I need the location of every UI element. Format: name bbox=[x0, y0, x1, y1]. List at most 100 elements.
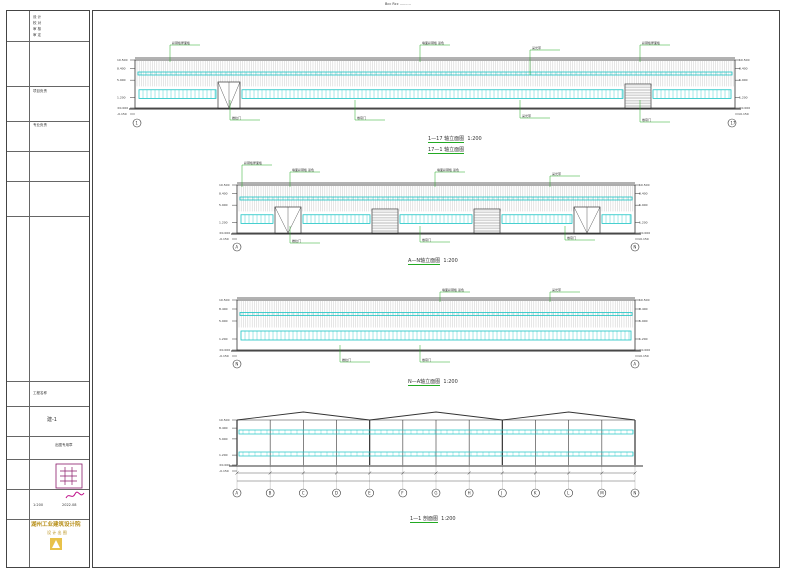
view2-wall bbox=[236, 184, 636, 234]
level-label: 10.500 bbox=[219, 418, 230, 422]
section-dim-tick bbox=[500, 471, 505, 475]
view2-callout: 彩钢板屋面板 bbox=[244, 160, 262, 165]
level-label: -0.150 bbox=[639, 237, 649, 241]
level-label: 8.400 bbox=[219, 426, 228, 430]
axis-1-label: 1 bbox=[135, 121, 138, 126]
level-label: ±0.000 bbox=[639, 348, 650, 352]
view3-callout: 墙面彩钢板 蓝色 bbox=[442, 287, 464, 292]
tb-row-review: 审 核 bbox=[33, 27, 42, 31]
view1-callout: 彩钢板屋面板 bbox=[642, 40, 660, 45]
view2-door bbox=[473, 208, 501, 234]
section-dim-tick bbox=[467, 471, 471, 475]
view2-callout: 卷帘门 bbox=[422, 237, 431, 242]
level-label: 5.900 bbox=[219, 319, 228, 323]
level-label: 8.400 bbox=[639, 192, 648, 196]
level-label: ±0.000 bbox=[117, 106, 128, 110]
tb-row-approve: 审 定 bbox=[33, 33, 42, 37]
level-label: 8.400 bbox=[639, 307, 648, 311]
view3-lower-window bbox=[240, 330, 632, 341]
tb-row-discipline-lead: 专业负责 bbox=[33, 123, 47, 127]
level-label: 8.400 bbox=[117, 67, 126, 71]
level-label: 1.200 bbox=[117, 95, 126, 99]
tb-stamp-label: 出图专用章 bbox=[55, 443, 73, 447]
top-note: Bcc Rcc .......... bbox=[385, 2, 411, 6]
level-label: 8.400 bbox=[219, 307, 228, 311]
section-roof bbox=[502, 411, 636, 421]
section-dim-tick bbox=[367, 471, 372, 475]
tb-project-label: 工程名称 bbox=[33, 391, 47, 395]
view1-upper-window-band bbox=[137, 71, 733, 76]
title-block: 设 计 校 对 审 核 审 定 项目负责 专业负责 工程名称 建-1 出图专用章… bbox=[6, 10, 90, 568]
axis-a-v3-label: A bbox=[633, 362, 636, 367]
tb-drawing-no: 建-1 bbox=[47, 417, 57, 423]
view1-callout: 卷帘门 bbox=[357, 115, 366, 120]
axis-n-v3 bbox=[232, 359, 242, 369]
level-label: -0.150 bbox=[117, 112, 127, 116]
view2-callout: 采光带 bbox=[552, 171, 561, 176]
view2-lower-window bbox=[302, 214, 371, 224]
view1-callout: 墙面彩钢板 蓝色 bbox=[422, 40, 444, 45]
axis-1 bbox=[132, 118, 142, 128]
view2-upper-window-band bbox=[239, 196, 633, 201]
level-label: 10.500 bbox=[219, 298, 230, 302]
view1-lower-window bbox=[138, 89, 217, 99]
section-dim-tick bbox=[235, 471, 239, 475]
signature bbox=[65, 491, 85, 499]
level-label: 1.200 bbox=[639, 337, 648, 341]
tb-date: 2022.08 bbox=[62, 503, 77, 507]
section-axis-b-label: B bbox=[269, 491, 272, 496]
level-label: 10.500 bbox=[639, 298, 650, 302]
section-dim-tick bbox=[301, 471, 306, 475]
section-axis-l-label: L bbox=[567, 491, 570, 496]
section-axis-c-label: C bbox=[302, 491, 305, 496]
institute-logo-icon bbox=[50, 538, 62, 550]
axis-n-v3-label: N bbox=[235, 362, 238, 367]
section-axis-e-label: E bbox=[368, 491, 371, 496]
level-label: ±0.000 bbox=[219, 463, 230, 467]
view2-lower-window bbox=[501, 214, 573, 224]
institute-name: 湖州工业建筑设计院 bbox=[31, 522, 81, 528]
view2-door-swing bbox=[573, 206, 588, 234]
axis-a-v2 bbox=[232, 242, 242, 252]
level-label: 5.900 bbox=[117, 78, 126, 82]
caption-view-1: 1—17 轴立面图 1:200 bbox=[428, 136, 482, 143]
institute-sub: 设 计 出 图 bbox=[47, 530, 67, 535]
level-label: -0.150 bbox=[739, 112, 749, 116]
view3-callout: 卷帘门 bbox=[422, 357, 431, 362]
level-label: -0.150 bbox=[219, 237, 229, 241]
view3-callout: 采光带 bbox=[552, 287, 561, 292]
view1-callout: 彩钢板屋面板 bbox=[172, 40, 190, 45]
view2-callout: 推拉门 bbox=[292, 238, 301, 243]
tb-scale: 1:200 bbox=[33, 503, 44, 507]
level-label: -0.150 bbox=[219, 354, 229, 358]
view1-door-swing bbox=[217, 81, 230, 109]
section-dim-tick bbox=[566, 471, 571, 475]
view1-door bbox=[624, 83, 652, 109]
section-dim-tick bbox=[434, 471, 438, 475]
view3-wall bbox=[236, 299, 636, 351]
section-roof bbox=[369, 411, 503, 421]
section-dim-tick bbox=[401, 471, 405, 475]
caption-view-2: 17—1 轴立面图 bbox=[428, 147, 465, 154]
level-label: 5.900 bbox=[219, 203, 228, 207]
section-roof bbox=[236, 411, 370, 421]
tb-row-design: 设 计 bbox=[33, 15, 42, 19]
view2-callout: 卷帘门 bbox=[567, 235, 576, 240]
view2-lower-window bbox=[601, 214, 632, 224]
view1-door-swing bbox=[228, 81, 241, 109]
axis-17-label: 17 bbox=[730, 121, 736, 126]
view1-callout: 推拉门 bbox=[232, 115, 241, 120]
level-label: 5.900 bbox=[739, 78, 748, 82]
level-label: -0.150 bbox=[219, 469, 229, 473]
section-dim-tick bbox=[533, 471, 538, 475]
level-label: 5.900 bbox=[639, 319, 648, 323]
level-label: ±0.000 bbox=[219, 348, 230, 352]
level-label: 1.200 bbox=[219, 337, 228, 341]
level-label: 1.200 bbox=[219, 220, 228, 224]
level-label: 1.200 bbox=[219, 453, 228, 457]
section-axis-h-label: H bbox=[468, 491, 471, 496]
section-axis-j-label: J bbox=[500, 491, 502, 496]
section-axis-g-label: G bbox=[434, 491, 437, 496]
